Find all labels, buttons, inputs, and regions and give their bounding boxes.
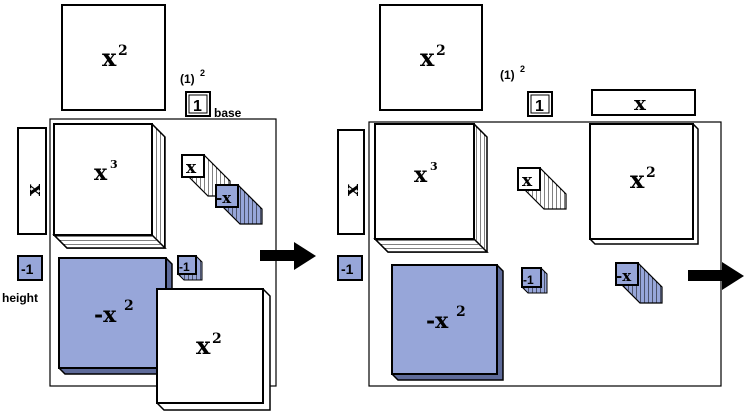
unit-tile-right: 1 [527, 91, 553, 117]
x2-bottom-exp: 2 [212, 331, 222, 347]
x-squared-tile-bottom: x 2 [156, 288, 271, 411]
x-squared-tile-top: x 2 [61, 4, 166, 111]
x-vertical-label: x [21, 183, 45, 196]
unit-tile-label: 1 [193, 98, 202, 115]
neg-x2-exp-right: 2 [456, 304, 466, 320]
neg-x2-label: -x [94, 302, 117, 328]
x2-bottom-label: x [196, 331, 211, 360]
arrow-right-icon [260, 242, 316, 270]
x2-top-exp: 2 [118, 43, 128, 59]
one-squared-label: (1) [180, 72, 195, 86]
neg-one-small-label: -1 [179, 260, 190, 274]
neg-x-cube-small-label: -x [216, 189, 232, 207]
one-squared-exp-right: 2 [520, 64, 525, 74]
neg-one-small-cube-right: -1 [521, 267, 548, 294]
neg-x-cube-small: -x [215, 184, 263, 225]
neg-x2-label-right: -x [426, 308, 449, 334]
x-squared-tile-right: x 2 [589, 123, 699, 245]
x-horizontal-label: x [634, 91, 647, 115]
neg-one-small-cube: -1 [177, 255, 203, 281]
x3-exp-right: 3 [430, 160, 438, 173]
height-label: height [2, 291, 38, 305]
neg-one-height-label: -1 [21, 261, 34, 277]
arrow-right-icon-2 [688, 262, 744, 290]
neg-one-height-label-right: -1 [341, 261, 354, 277]
x3-exp: 3 [110, 158, 118, 171]
x2-right-label: x [630, 165, 645, 194]
one-squared-exp: 2 [200, 68, 205, 78]
right-frame [368, 121, 722, 387]
neg-one-height-tile-right: -1 [337, 255, 363, 281]
x-cubed-block-right: x 3 [373, 123, 489, 253]
x2-top-exp-right: 2 [436, 43, 446, 59]
neg-x-cube-small-label-right: -x [616, 267, 632, 285]
x2-top-label-right: x [420, 43, 435, 72]
base-label: base [214, 106, 242, 120]
one-squared-label-right: (1) [500, 68, 515, 82]
unit-tile: 1 [185, 91, 211, 117]
x-vertical-tile-right: x [337, 129, 365, 235]
neg-x-squared-tile: -x 2 [58, 257, 173, 375]
x3-label: x [94, 160, 108, 186]
x-cube-small-label-right: x [522, 171, 533, 191]
x-vertical-tile: x [17, 127, 47, 235]
neg-x-squared-tile-right: -x 2 [391, 264, 504, 381]
neg-x-cube-small-right: -x [615, 262, 663, 304]
x3-label-right: x [414, 162, 428, 188]
x2-top-label: x [102, 43, 117, 72]
right-panel: x 2 (1) 2 1 x x x 3 x [337, 4, 722, 387]
unit-tile-label-right: 1 [535, 98, 544, 115]
x2-right-exp: 2 [646, 165, 656, 181]
x-cubed-block: x 3 [52, 123, 167, 249]
neg-one-height-tile: -1 [17, 255, 43, 281]
neg-x2-exp: 2 [124, 298, 134, 314]
left-panel: x 2 (1) 2 1 base x x 3 [2, 4, 277, 411]
x-horizontal-tile: x [591, 89, 696, 116]
neg-one-small-label-right: -1 [523, 273, 534, 287]
x-cube-small-label: x [186, 158, 197, 178]
x-vertical-label-right: x [339, 183, 363, 196]
x-cube-small-right: x [517, 167, 567, 210]
x-squared-tile-top-right: x 2 [379, 4, 483, 111]
